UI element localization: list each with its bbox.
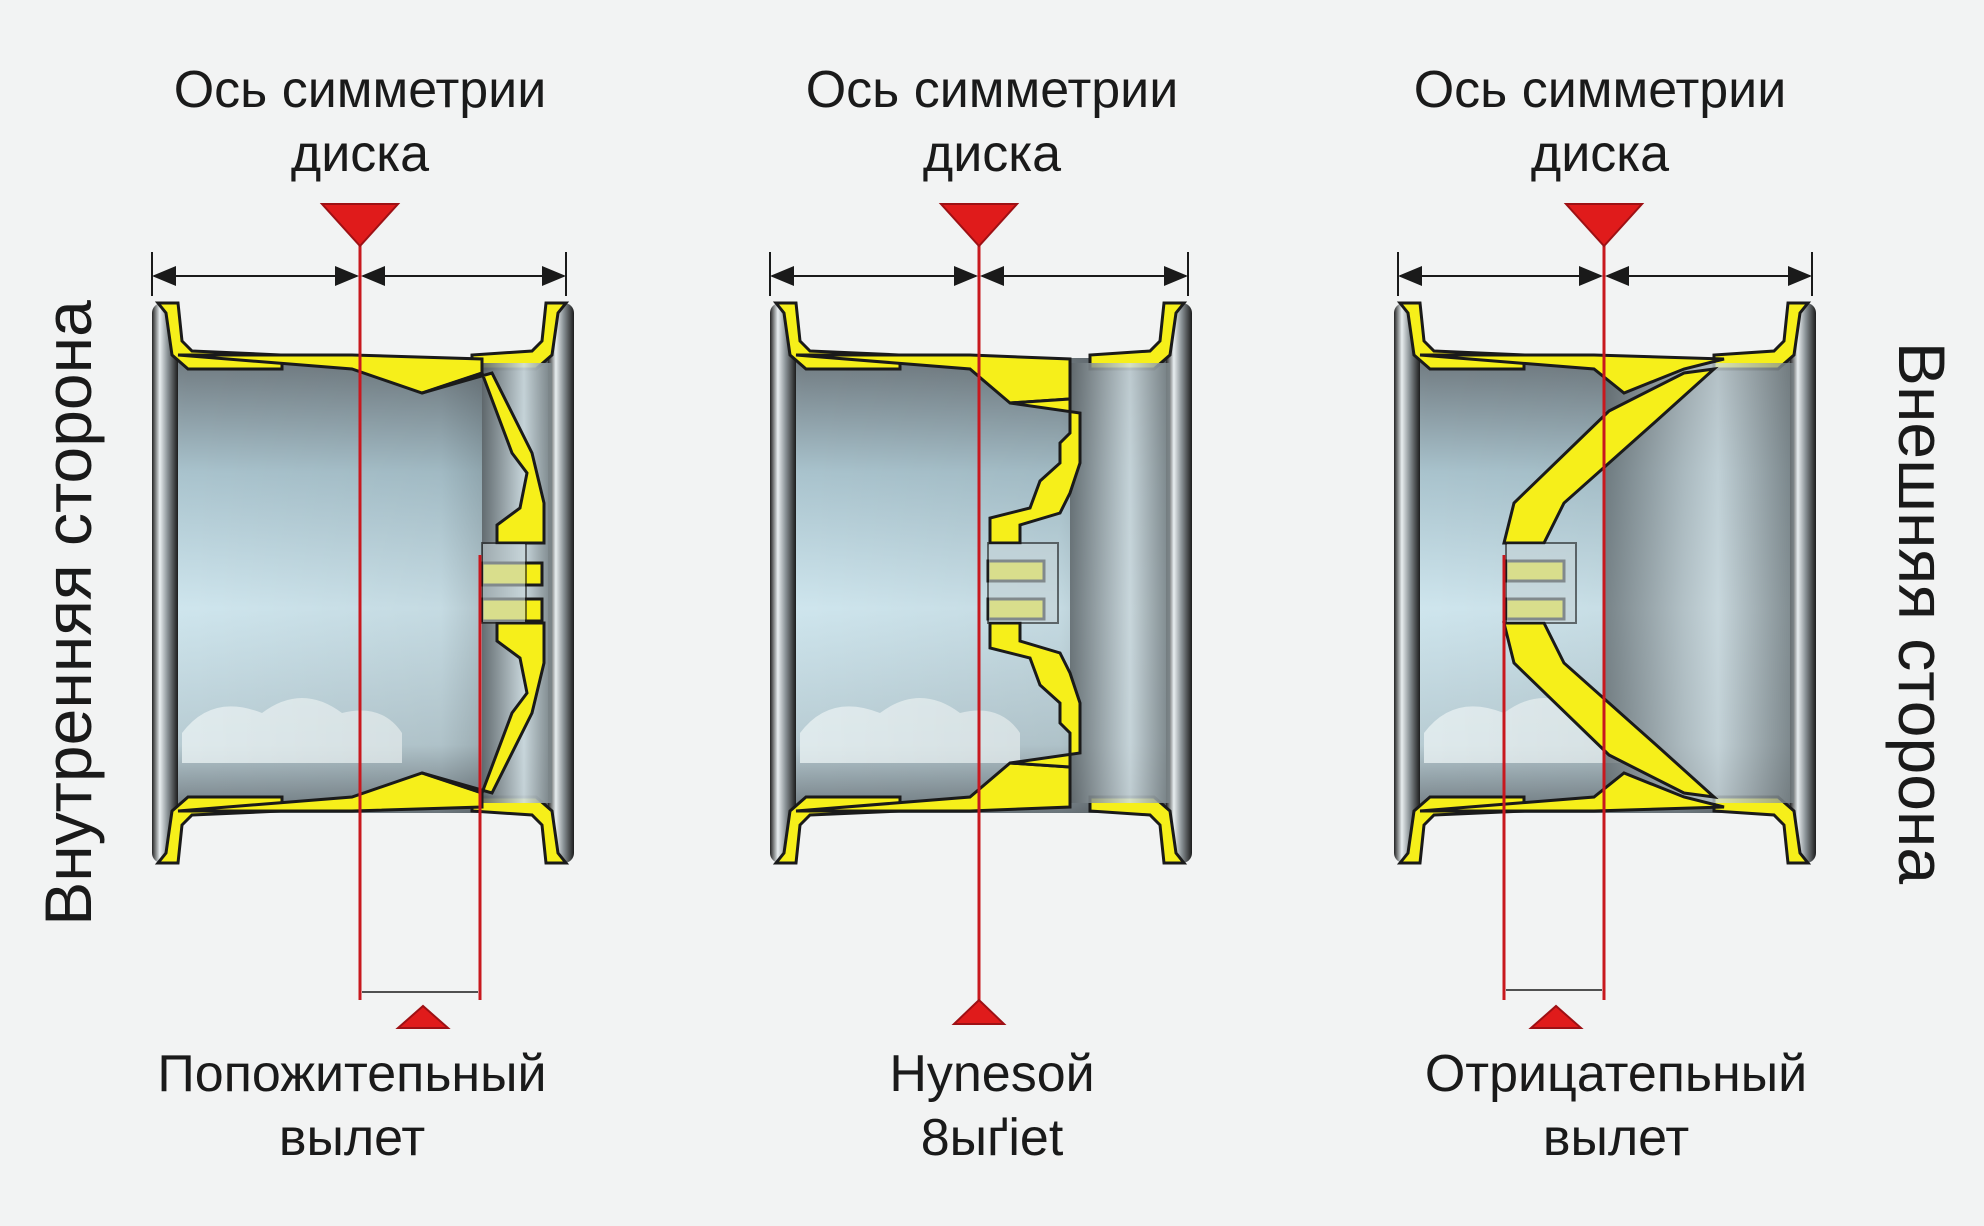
offset-title-zero: Hynesoй 8ыґіеt xyxy=(712,1042,1272,1170)
offset-title-line1: Hynesoй xyxy=(889,1045,1095,1103)
offset-marker xyxy=(1528,1004,1584,1029)
panel-1-dimensions xyxy=(151,203,567,1029)
axis-title-2: Ось симметрии диска xyxy=(712,58,1272,186)
axis-title-line2: диска xyxy=(290,125,430,183)
offset-title-line2: вылет xyxy=(1542,1109,1690,1167)
offset-marker xyxy=(395,1004,451,1029)
axis-title-1: Ось симметрии диска xyxy=(80,58,640,186)
wheel-negative-offset xyxy=(1392,301,1818,865)
inner-side-label: Внутренняя сторона xyxy=(31,300,105,926)
axis-title-line1: Ось симметрии xyxy=(173,61,547,119)
offset-title-line1: Попожитепьный xyxy=(157,1045,547,1103)
axis-title-line2: диска xyxy=(922,125,1062,183)
outer-side-label: Внешняя сторона xyxy=(1885,341,1959,885)
axis-marker-top xyxy=(938,203,1020,248)
panel-3-dimensions xyxy=(1397,203,1813,1029)
axis-marker-top xyxy=(319,203,401,248)
offset-title-negative: Отрицатепьный вылет xyxy=(1336,1042,1896,1170)
offset-title-positive: Попожитепьный вылет xyxy=(72,1042,632,1170)
offset-title-line2: вылет xyxy=(278,1109,426,1167)
axis-title-3: Ось симметрии диска xyxy=(1320,58,1880,186)
axis-title-line2: диска xyxy=(1530,125,1670,183)
axis-marker-top xyxy=(1563,203,1645,248)
offset-marker xyxy=(951,998,1007,1025)
offset-title-line2: 8ыґіеt xyxy=(920,1109,1064,1167)
wheel-zero-offset xyxy=(768,301,1194,865)
axis-title-line1: Ось симметрии xyxy=(1413,61,1787,119)
panel-2-dimensions xyxy=(769,203,1189,1025)
wheel-positive-offset xyxy=(150,301,576,865)
offset-title-line1: Отрицатепьный xyxy=(1424,1045,1808,1103)
axis-title-line1: Ось симметрии xyxy=(805,61,1179,119)
